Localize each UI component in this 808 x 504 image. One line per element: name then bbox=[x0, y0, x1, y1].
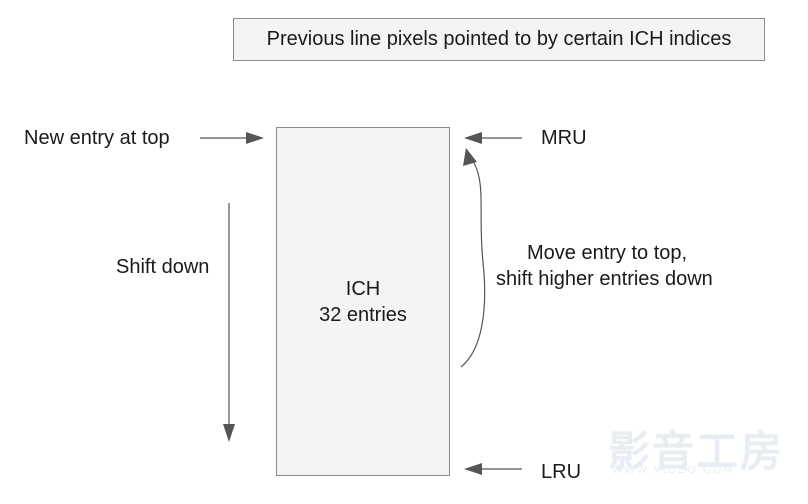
move-to-top-arrow bbox=[460, 148, 486, 368]
lru-arrow bbox=[464, 463, 522, 475]
mru-label: MRU bbox=[541, 127, 587, 149]
new-entry-label: New entry at top bbox=[24, 127, 170, 149]
move-entry-label-line1: Move entry to top, bbox=[527, 242, 688, 264]
new-entry-arrow bbox=[200, 132, 264, 144]
mru-arrow bbox=[464, 132, 522, 144]
shift-down-arrow bbox=[223, 203, 235, 442]
ich-entries: 32 entries bbox=[319, 304, 407, 326]
ich-box bbox=[276, 127, 450, 476]
move-entry-label-line2: shift higher entries down bbox=[496, 268, 713, 290]
ich-title: ICH bbox=[345, 278, 381, 300]
caption-box: Previous line pixels pointed to by certa… bbox=[233, 18, 765, 61]
watermark-logo: 影音工房 bbox=[608, 428, 785, 475]
caption-text: Previous line pixels pointed to by certa… bbox=[266, 28, 732, 50]
shift-down-label: Shift down bbox=[116, 256, 210, 278]
watermark-url: WWW.VIDEO.COM bbox=[612, 464, 735, 476]
lru-label: LRU bbox=[541, 461, 582, 483]
